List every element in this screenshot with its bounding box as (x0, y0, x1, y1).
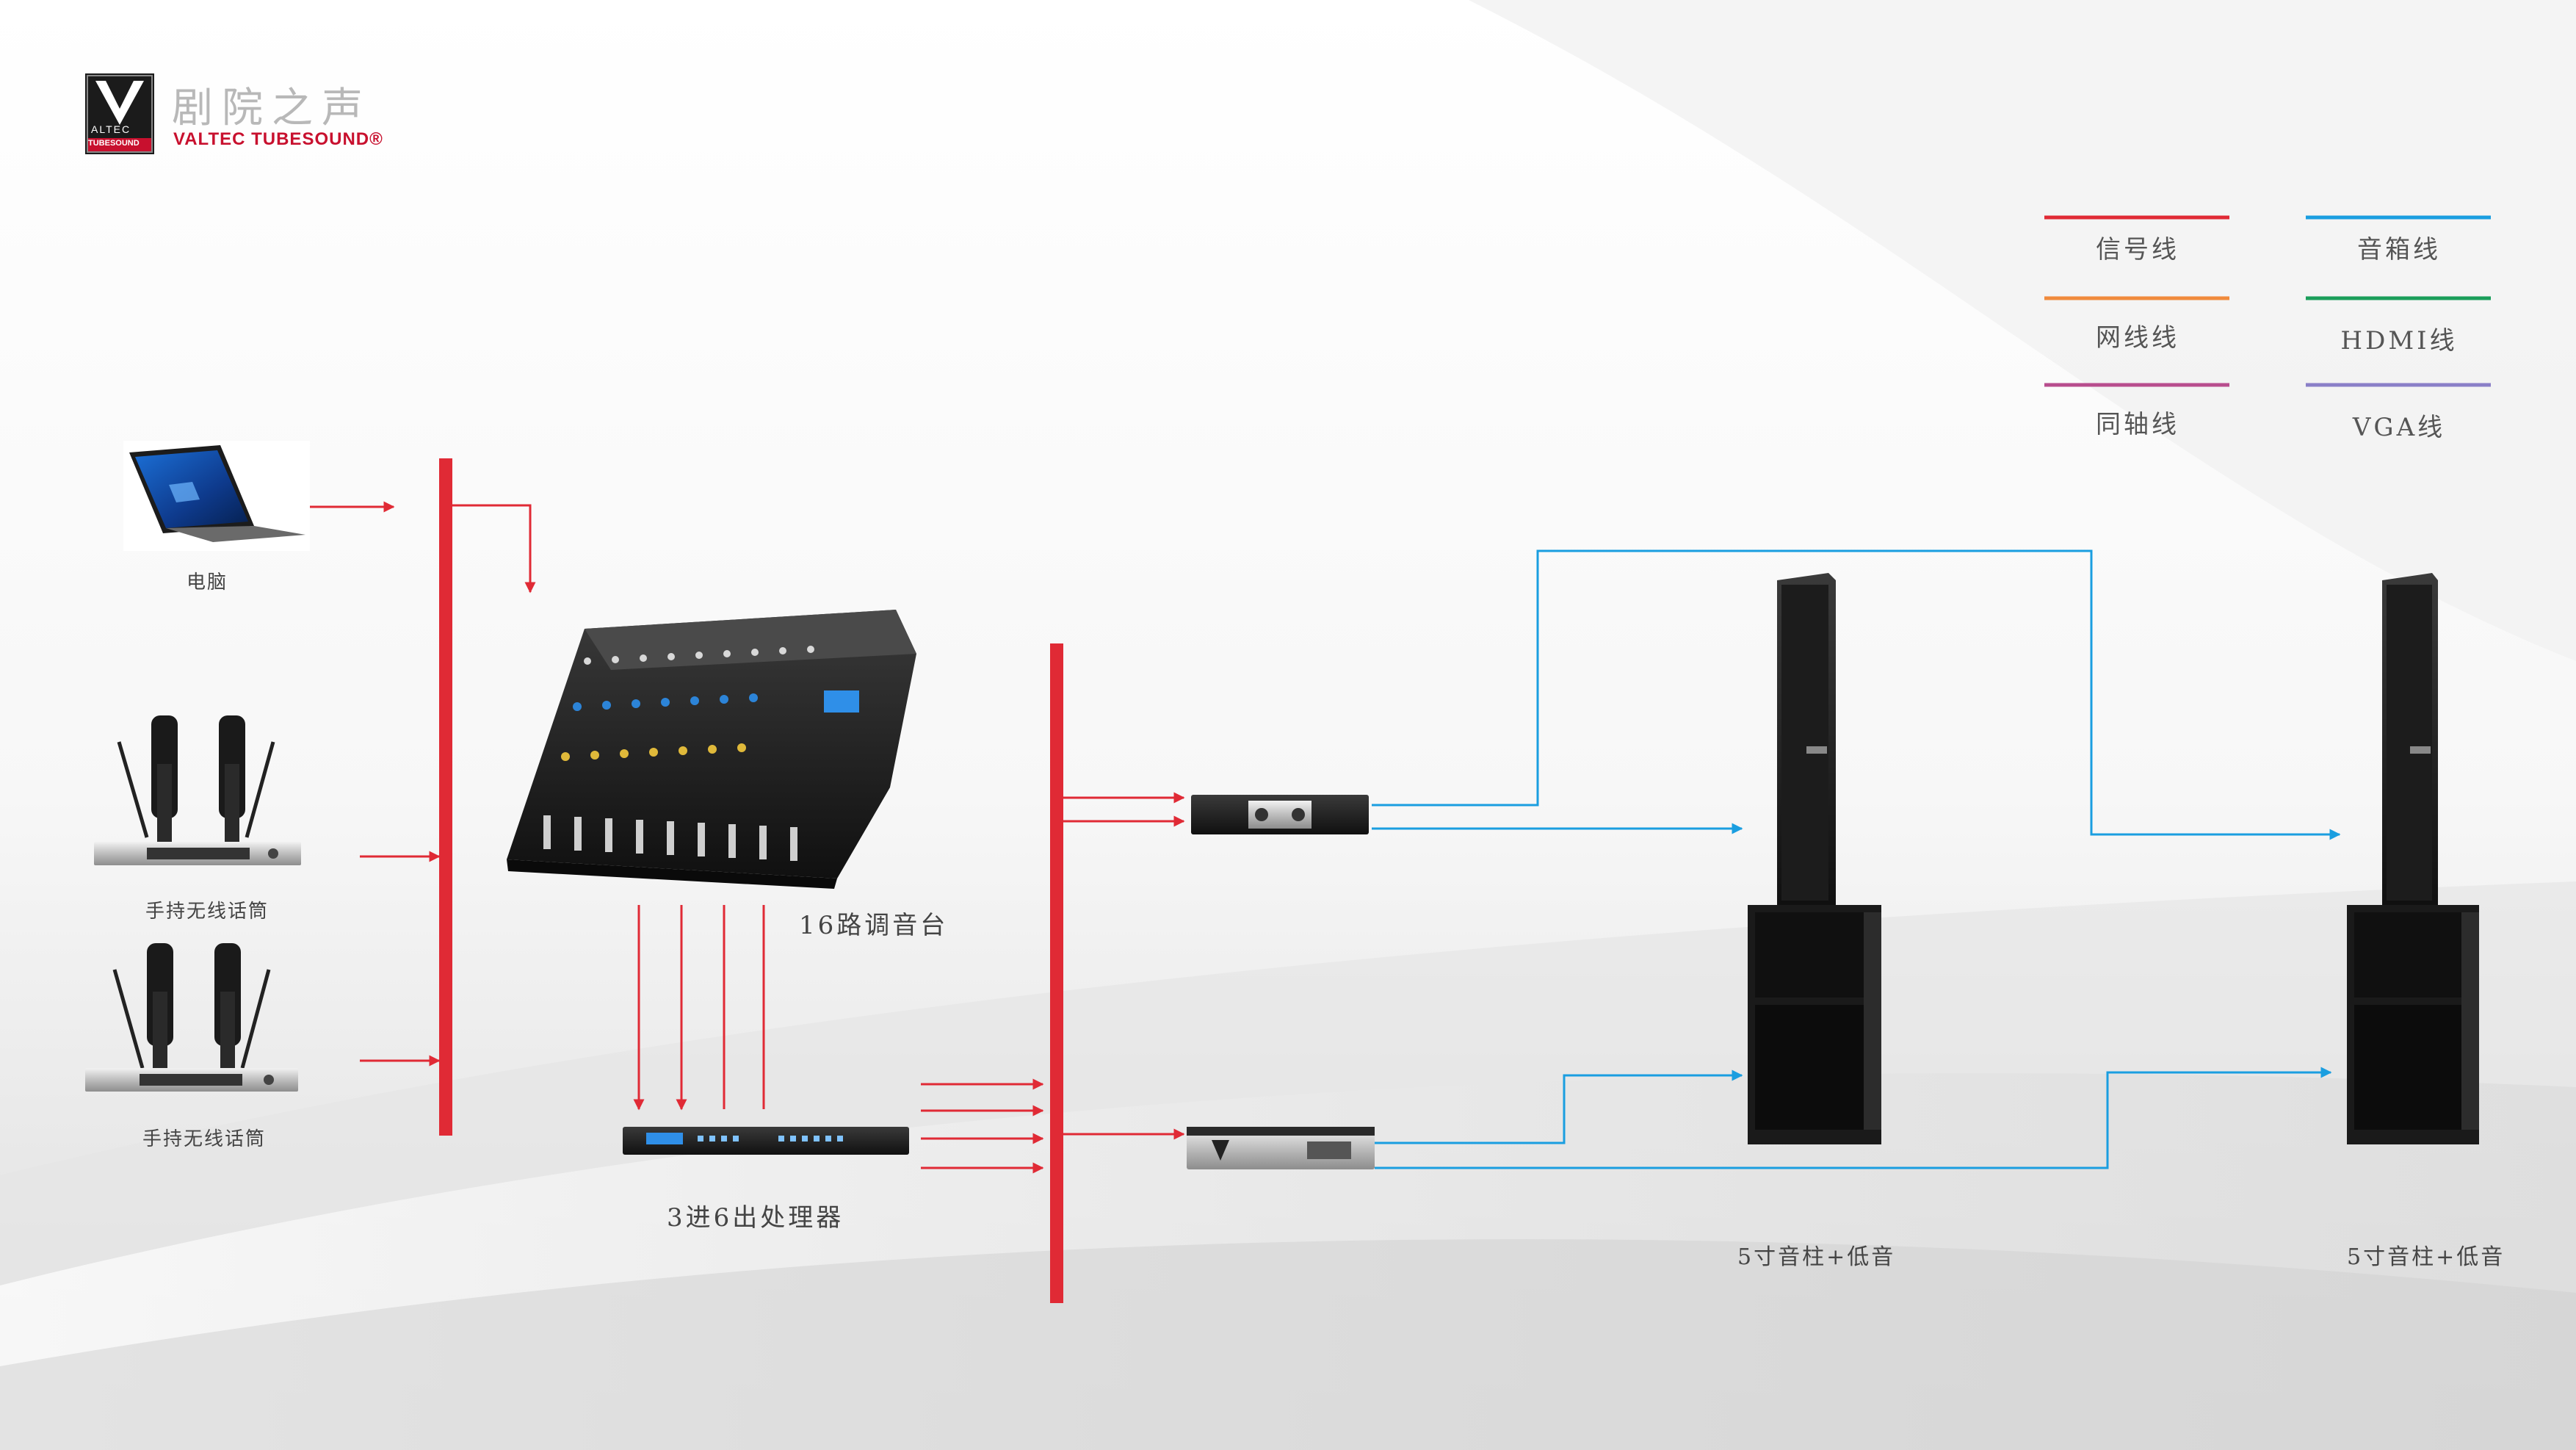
label-speaker-2: 5寸音柱+低音 (2347, 1244, 2506, 1270)
amplifier-2-icon (1187, 1127, 1375, 1169)
mixer-icon (507, 610, 916, 889)
legend-label-coax: 同轴线 (2096, 410, 2179, 439)
label-computer: 电脑 (187, 571, 228, 594)
signal-lines-bus-amps (1063, 792, 1185, 1140)
label-mic-1: 手持无线话筒 (145, 901, 269, 923)
speaker-2-icon (2347, 573, 2479, 1144)
brand-name-en: VALTEC TUBESOUND® (173, 129, 383, 149)
speaker-wires (1372, 549, 2341, 1169)
legend-label-speaker: 音箱线 (2357, 235, 2441, 264)
signal-lines-mixer-processor (633, 905, 765, 1111)
signal-lines-inputs (294, 501, 536, 1067)
legend (2044, 215, 2491, 387)
speaker-1-icon (1748, 573, 1881, 1144)
label-mixer: 16路调音台 (799, 911, 949, 940)
wireless-mic-2-icon (85, 943, 298, 1092)
signal-lines-processor-bus (921, 1078, 1044, 1174)
brand-logo (85, 73, 154, 154)
label-processor: 3进6出处理器 (667, 1203, 844, 1233)
legend-label-network: 网线线 (2096, 323, 2179, 353)
label-mic-2: 手持无线话筒 (142, 1128, 267, 1150)
signal-bus-left (439, 458, 452, 1136)
legend-label-vga: VGA线 (2352, 413, 2446, 442)
logo-sub-altec: ALTEC (91, 123, 131, 135)
laptop-icon (123, 441, 310, 551)
legend-label-signal: 信号线 (2096, 235, 2179, 264)
processor-icon (623, 1127, 909, 1155)
wireless-mic-1-icon (94, 715, 301, 865)
brand-name-cn: 剧院之声 (172, 84, 372, 132)
amplifier-1-icon (1191, 795, 1369, 834)
logo-sub-tubesound: TUBESOUND (88, 139, 140, 148)
signal-bus-right (1050, 643, 1063, 1303)
label-speaker-1: 5寸音柱+低音 (1737, 1244, 1896, 1270)
legend-label-hdmi: HDMI线 (2340, 326, 2458, 356)
